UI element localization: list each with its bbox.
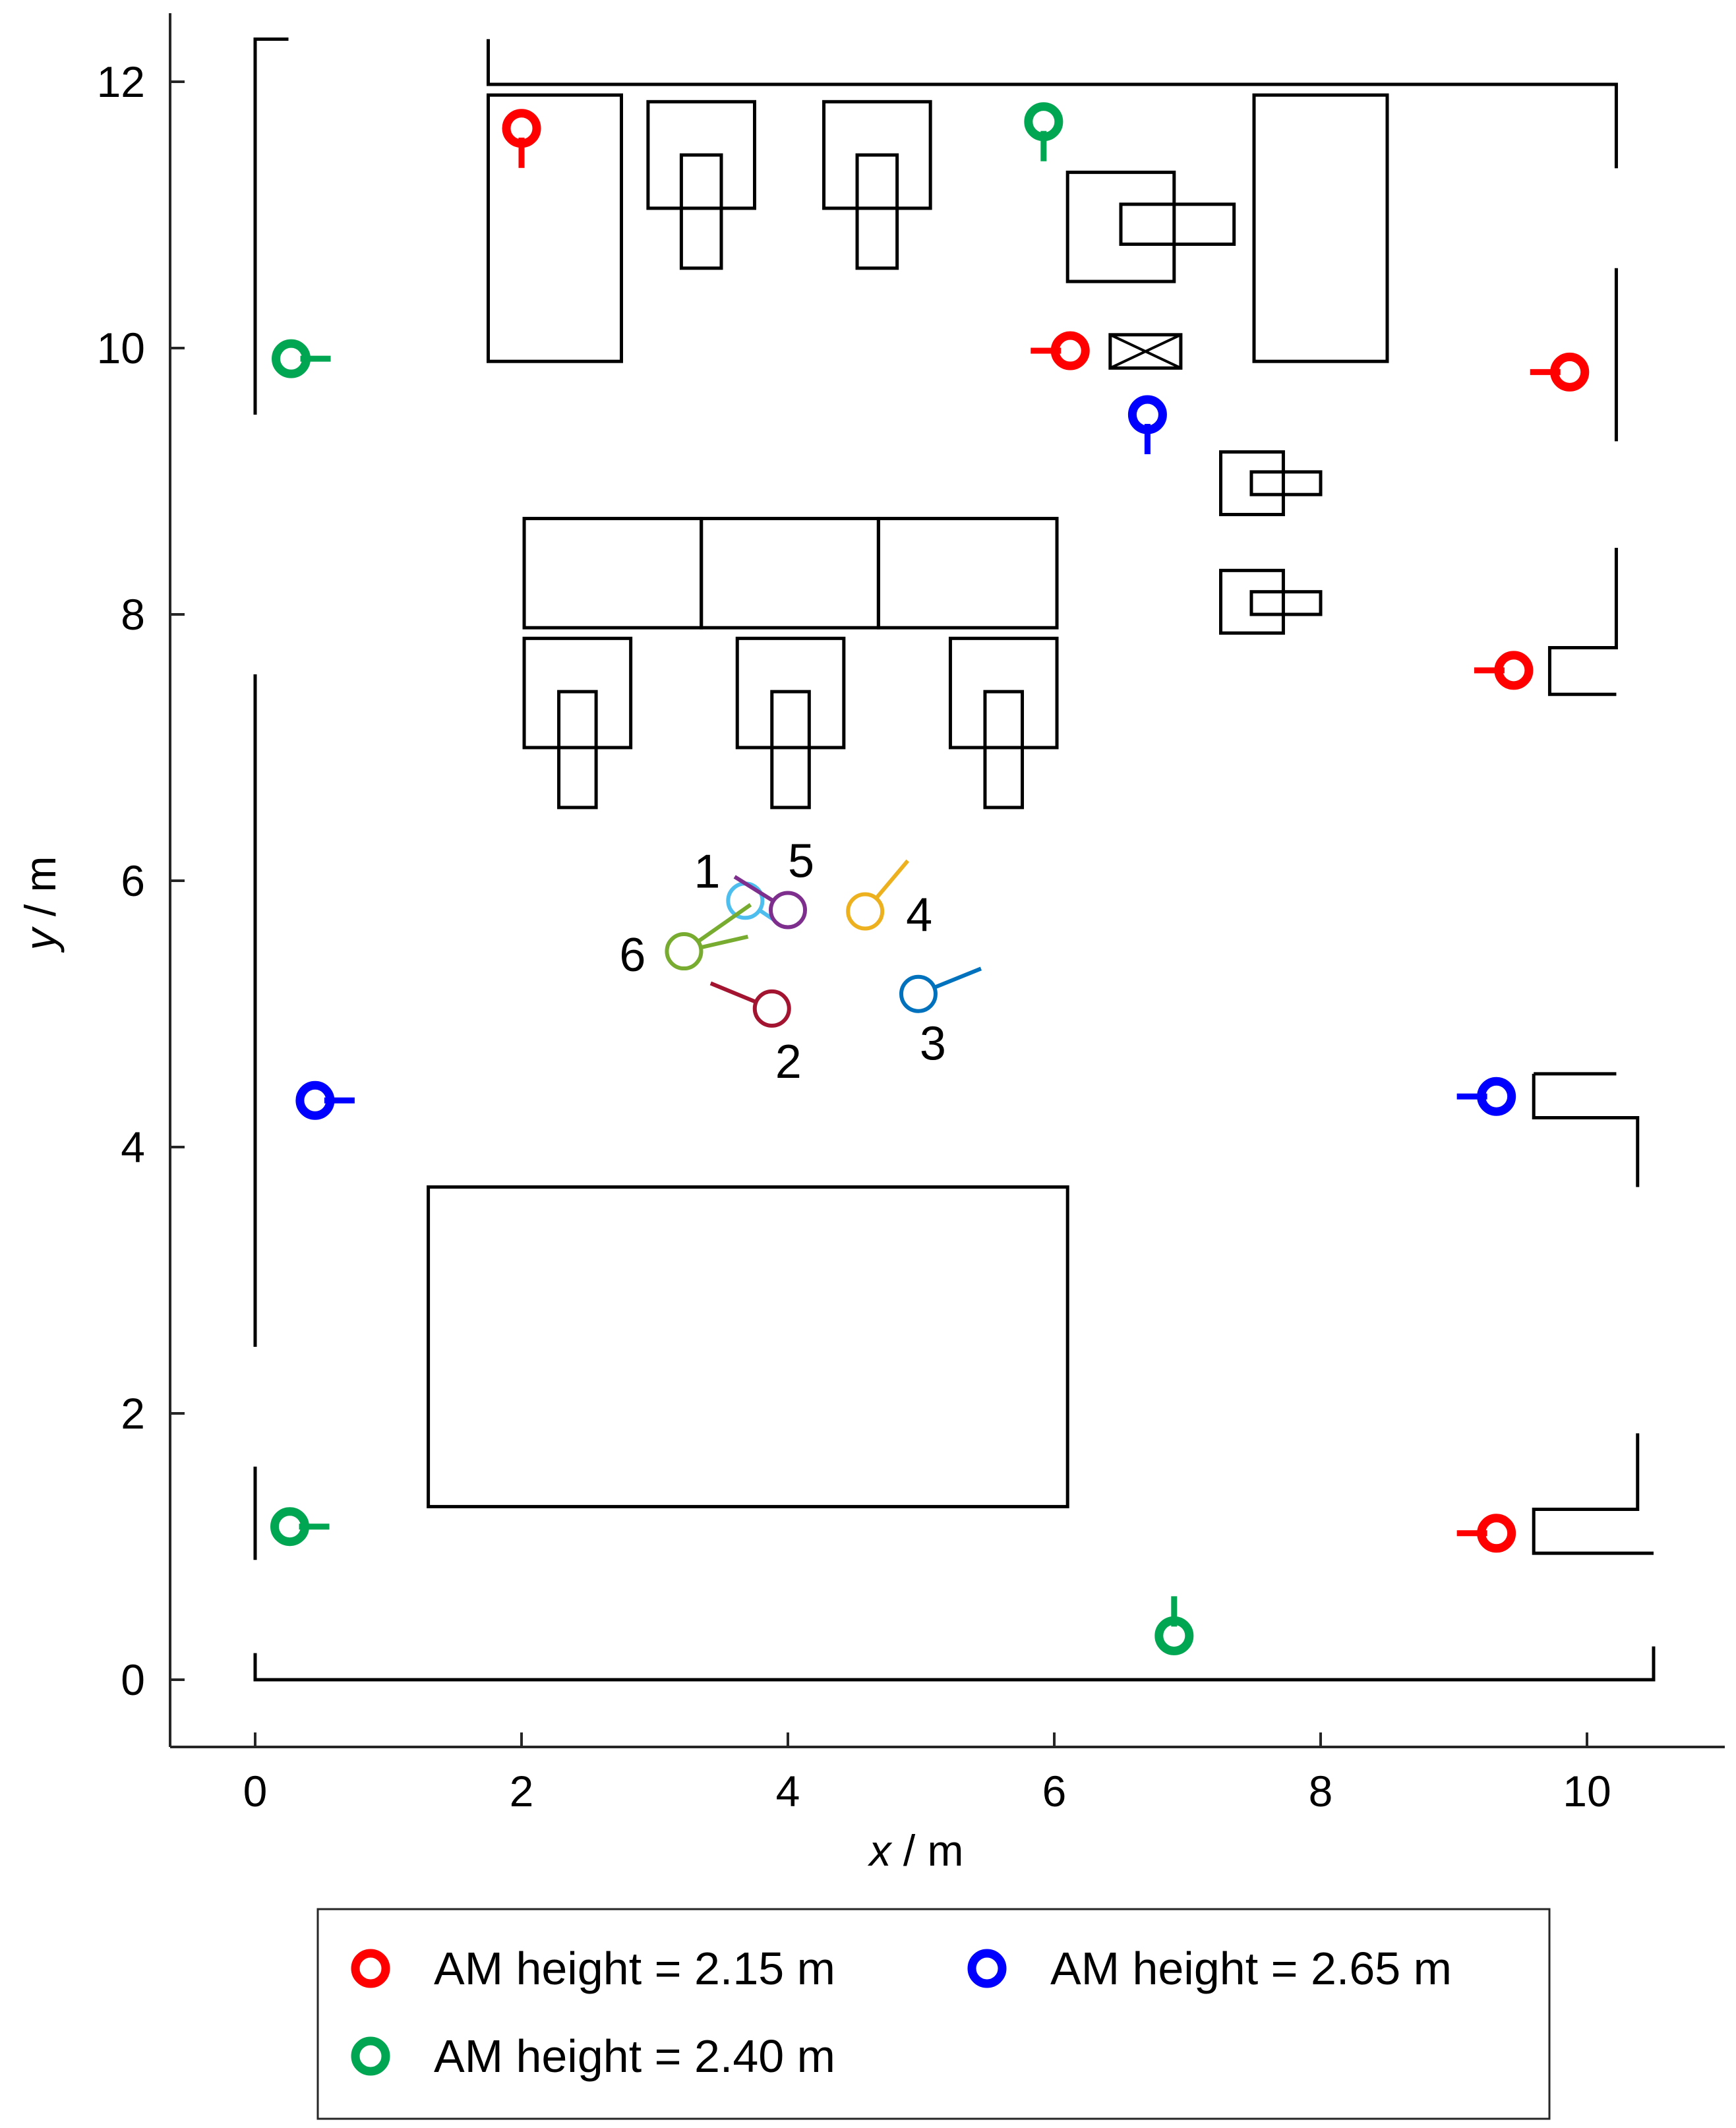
legend-marker-2 (967, 1949, 1007, 1988)
legend-entry-1: AM height = 2.15 m (351, 1943, 835, 1994)
array-microphone-marker (1494, 651, 1534, 690)
furniture-outline (1065, 170, 1176, 283)
source-label: 6 (619, 929, 645, 982)
y-axis-label: y / m (16, 856, 65, 953)
array-microphone-marker (1477, 1077, 1516, 1116)
array-microphone-marker (1550, 352, 1590, 392)
furniture-outline (557, 690, 598, 810)
furniture-outline (1249, 590, 1323, 616)
legend-marker-1 (351, 1949, 390, 1988)
y-tick-group: 0 2 4 6 8 10 12 (97, 57, 185, 1704)
y-tick-label: 12 (97, 57, 145, 106)
source-marker (752, 989, 791, 1028)
x-tick-label: 10 (1563, 1767, 1611, 1816)
furniture-outline (876, 517, 1059, 630)
source-marker (769, 891, 807, 930)
furniture-outline (646, 100, 757, 210)
array-microphone-marker (295, 1080, 335, 1120)
array-microphone-marker (270, 1507, 310, 1547)
furniture-outline (522, 517, 703, 630)
furniture-outline (983, 690, 1025, 810)
legend-label-1: AM height = 2.15 m (434, 1943, 835, 1994)
legend-marker-3 (351, 2036, 390, 2076)
x-axis-label: x / m (868, 1826, 964, 1875)
x-tick-group: 0 2 4 6 8 10 (243, 1732, 1611, 1816)
legend-label-2: AM height = 2.65 m (1050, 1943, 1452, 1994)
furniture-outline (822, 100, 932, 210)
array-microphone-marker (502, 109, 541, 148)
array-microphone-marker (1477, 1514, 1516, 1553)
legend-label-3: AM height = 2.40 m (434, 2030, 835, 2082)
crossed-box-diagonal (1109, 333, 1182, 370)
wall-segment (253, 1646, 1656, 1682)
y-tick-label: 0 (121, 1655, 145, 1704)
furniture-outline (770, 690, 811, 810)
source-marker (665, 932, 703, 971)
furniture-outline (1252, 93, 1389, 363)
array-microphone-marker (1050, 331, 1090, 370)
array-microphone-marker (1154, 1616, 1194, 1655)
x-tick-label: 4 (776, 1767, 800, 1816)
wall-segment (1547, 548, 1618, 696)
furniture-outline (427, 1185, 1069, 1508)
furniture-outline (522, 636, 633, 750)
furniture-outline (700, 517, 880, 630)
source-label: 2 (775, 1036, 802, 1088)
furniture-outline (1119, 202, 1236, 246)
source-marker (846, 892, 885, 931)
furniture-outline (948, 636, 1059, 750)
legend-entry-2: AM height = 2.65 m (967, 1943, 1452, 1994)
floor-plan-walls-and-furniture (253, 37, 1656, 1682)
source-marker (899, 974, 938, 1013)
legend: AM height = 2.15 m AM height = 2.65 m AM… (316, 1908, 1551, 2120)
furniture-outline (487, 93, 623, 363)
array-microphone-marker (272, 339, 311, 378)
furniture-outline (855, 153, 899, 270)
furniture-outline (1249, 470, 1323, 496)
source-label: 1 (694, 845, 720, 898)
source-label: 3 (920, 1018, 946, 1071)
y-tick-label: 2 (121, 1389, 145, 1438)
array-microphones (270, 102, 1590, 1655)
x-tick-label: 2 (510, 1767, 534, 1816)
furniture-outline (1219, 568, 1285, 635)
x-tick-label: 8 (1309, 1767, 1333, 1816)
y-tick-label: 10 (97, 324, 145, 372)
wall-segment (253, 37, 289, 415)
furniture-outline (1108, 333, 1183, 370)
array-microphone-marker (1127, 395, 1167, 434)
furniture-outline (1219, 450, 1285, 516)
furniture-outline (735, 636, 846, 750)
x-tick-label: 0 (243, 1767, 268, 1816)
y-tick-label: 8 (121, 590, 145, 639)
sound-sources: 1 2 3 4 5 6 (619, 835, 982, 1088)
y-tick-label: 4 (121, 1123, 145, 1171)
legend-entry-3: AM height = 2.40 m (351, 2030, 835, 2082)
x-tick-label: 6 (1042, 1767, 1067, 1816)
furniture-outline (679, 153, 723, 270)
wall-segment (1532, 1433, 1654, 1555)
source-label: 5 (788, 835, 814, 887)
source-label: 4 (906, 889, 932, 941)
legend-box (316, 1908, 1551, 2120)
y-tick-label: 6 (121, 856, 145, 905)
wall-segment (1532, 1073, 1640, 1187)
wall-segment (487, 39, 1618, 169)
array-microphone-marker (1024, 102, 1063, 142)
